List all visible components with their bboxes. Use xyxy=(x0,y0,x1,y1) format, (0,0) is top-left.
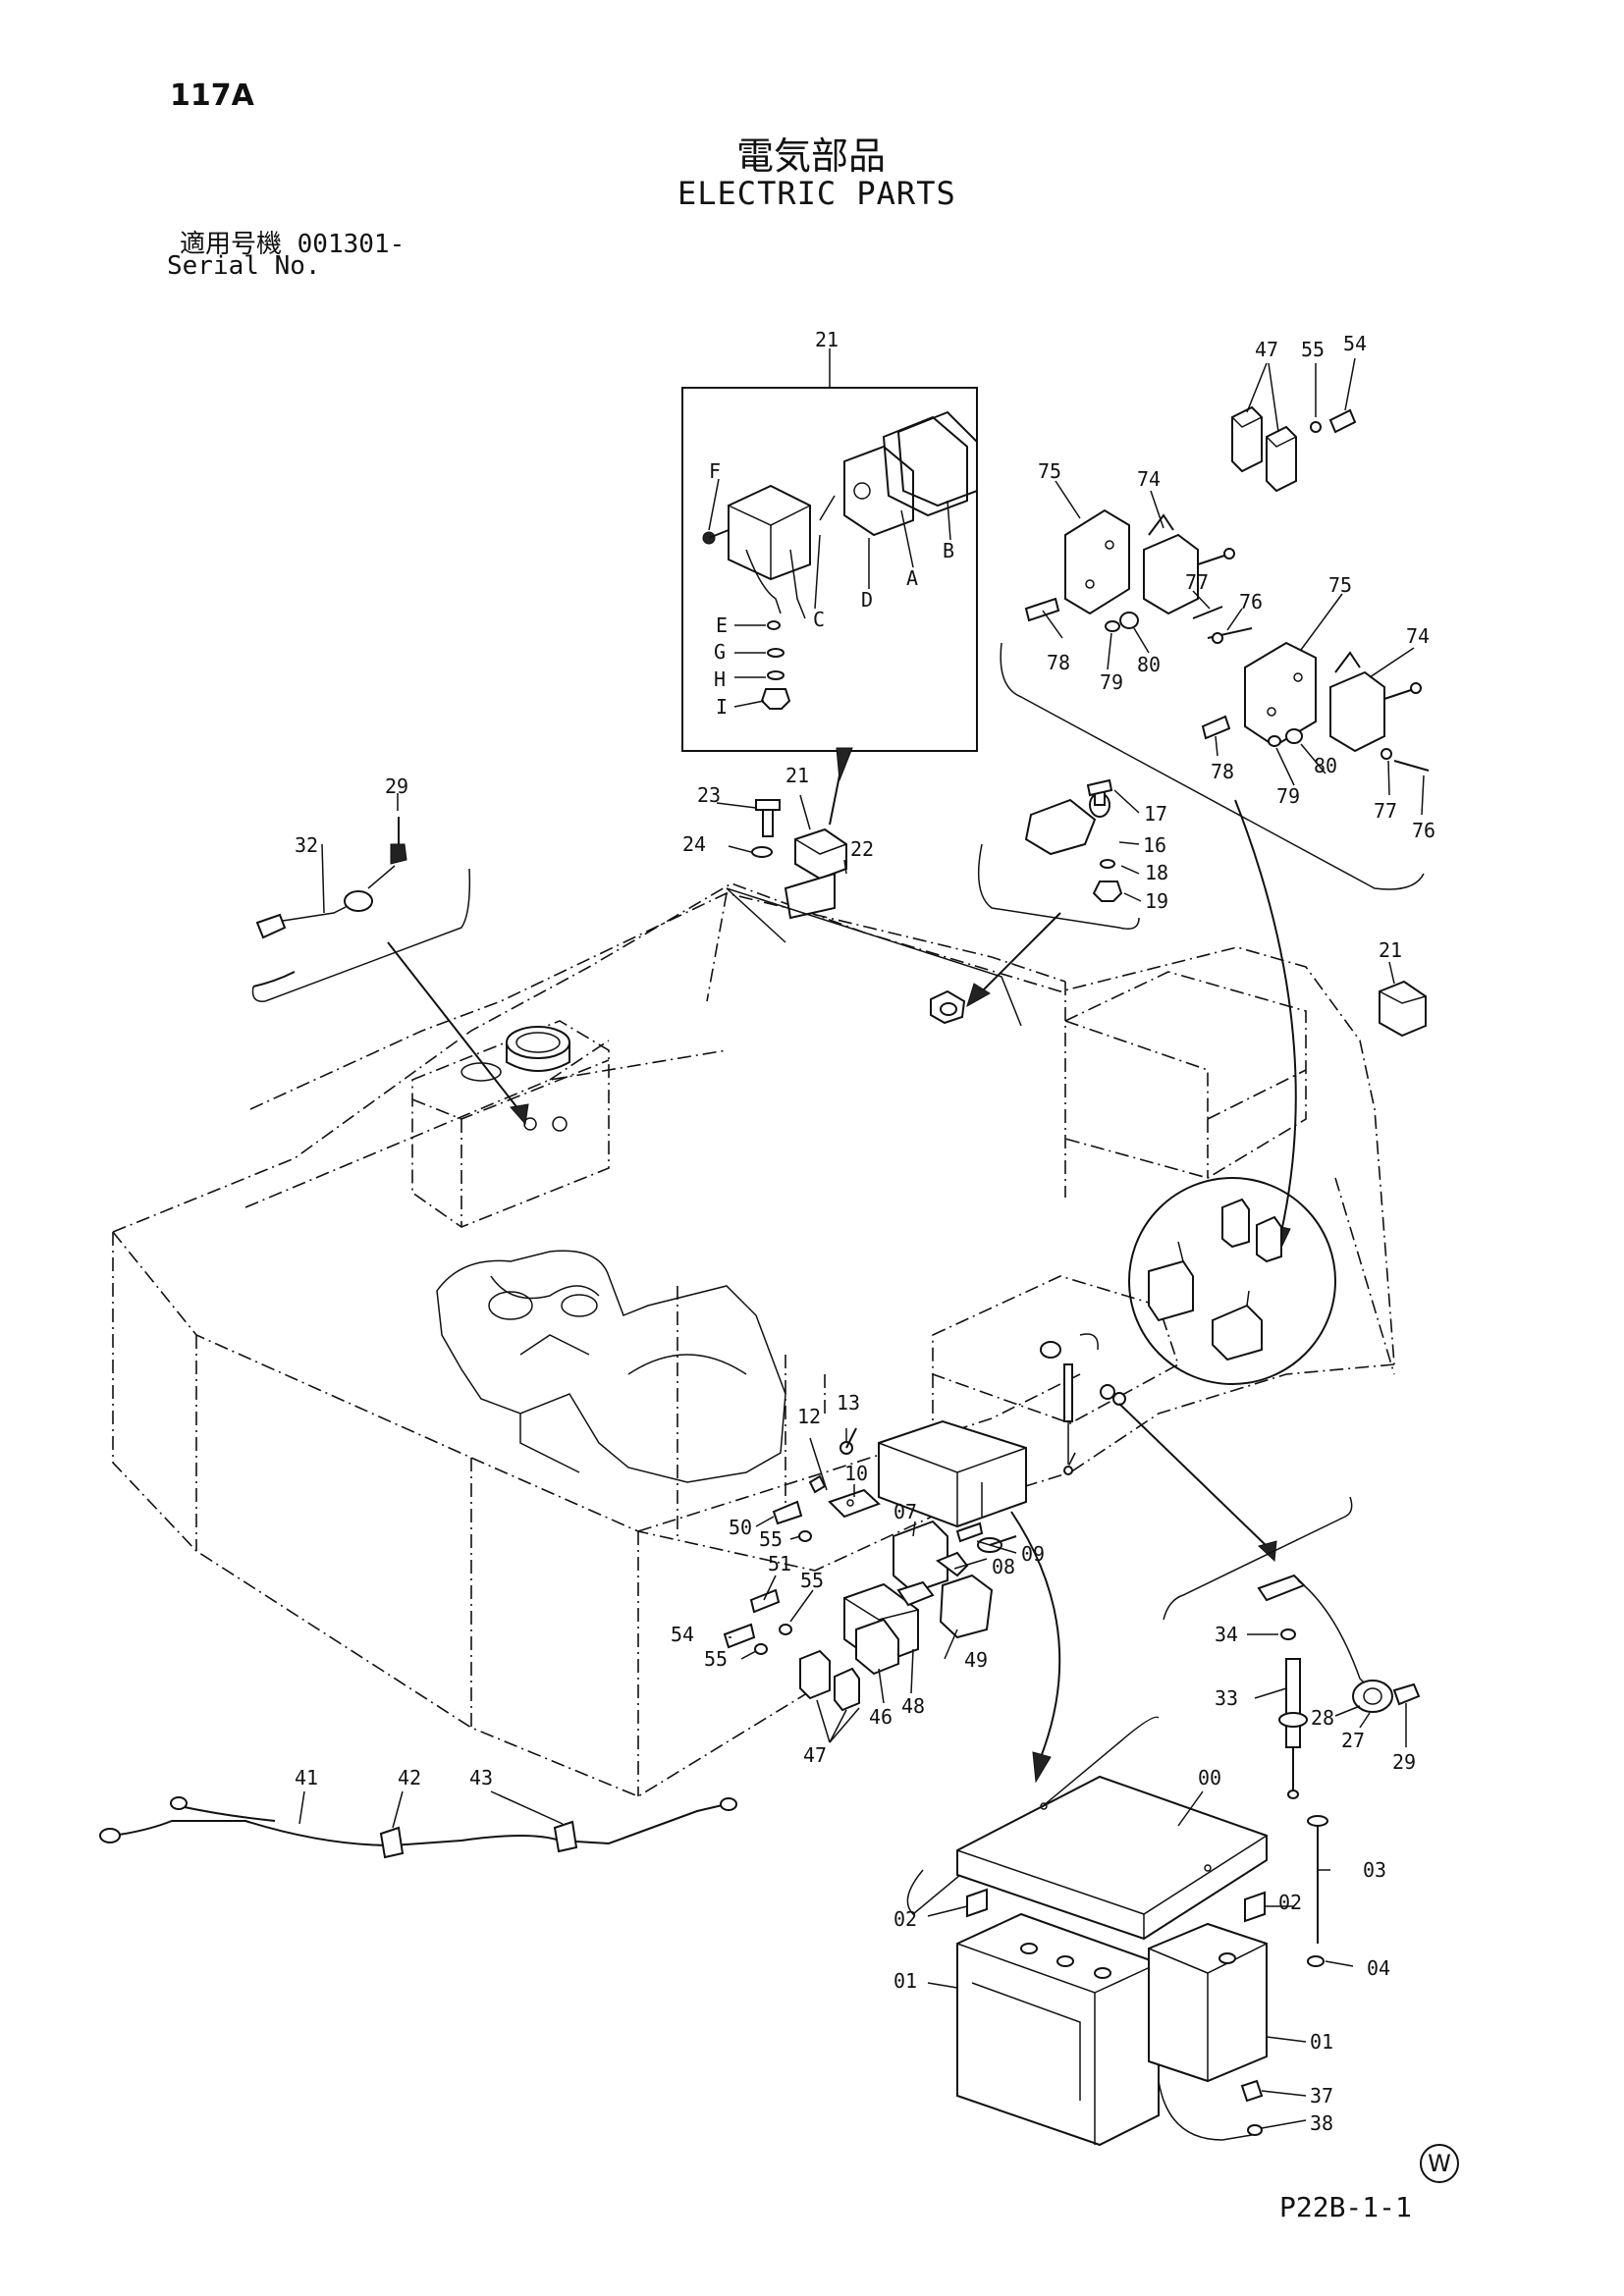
callout: 37 xyxy=(1310,2084,1333,2108)
callout: 00 xyxy=(1198,1766,1221,1789)
work-lamp-assembly xyxy=(716,794,1022,1027)
callout: 74 xyxy=(1406,624,1430,648)
callout: 78 xyxy=(1047,651,1070,674)
callout: 02 xyxy=(1278,1891,1302,1914)
callout: 29 xyxy=(385,774,408,798)
callout: 17 xyxy=(1144,802,1167,826)
callout: 28 xyxy=(1311,1706,1334,1730)
callout: 54 xyxy=(1343,332,1367,355)
callout: 21 xyxy=(815,328,839,351)
callout: 77 xyxy=(1185,570,1209,594)
callout: 23 xyxy=(697,783,721,807)
callout: 49 xyxy=(964,1648,988,1672)
callout: 18 xyxy=(1145,861,1168,884)
controller-cluster xyxy=(723,1419,1027,1743)
callout: 42 xyxy=(398,1766,421,1789)
callout: 47 xyxy=(803,1743,827,1767)
callout: D xyxy=(861,588,873,612)
title-japanese: 電気部品 xyxy=(736,134,887,178)
pressure-switch-group xyxy=(977,778,1142,930)
switch-bracket-inset xyxy=(1000,480,1430,890)
callout: I xyxy=(716,695,728,719)
callout: F xyxy=(709,459,721,483)
engine-sketch xyxy=(436,1250,786,1483)
callout: 21 xyxy=(785,764,809,787)
callout: A xyxy=(906,566,918,590)
callout: 08 xyxy=(992,1555,1015,1578)
callout: 74 xyxy=(1137,467,1161,491)
callout: 33 xyxy=(1215,1686,1238,1710)
callout: 55 xyxy=(704,1647,728,1671)
callout: 79 xyxy=(1100,670,1123,694)
callout: 76 xyxy=(1412,819,1435,842)
callout: 10 xyxy=(844,1462,868,1485)
callout: 16 xyxy=(1143,833,1166,857)
callout: 27 xyxy=(1341,1729,1365,1752)
callout: B xyxy=(943,539,954,562)
work-lamp-right xyxy=(1379,961,1427,1038)
callout: 01 xyxy=(893,1969,917,1993)
callout: 77 xyxy=(1374,799,1397,823)
callout: 38 xyxy=(1310,2111,1333,2135)
callout: 07 xyxy=(893,1500,917,1523)
callout: 32 xyxy=(295,833,318,857)
callout: 22 xyxy=(850,837,874,861)
callout: 02 xyxy=(893,1907,917,1931)
callout: 04 xyxy=(1367,1956,1390,1980)
serial-label-english: Serial No. xyxy=(167,251,321,281)
callout: E xyxy=(716,614,728,637)
callout: 21 xyxy=(1379,938,1402,962)
callout: 19 xyxy=(1145,889,1168,913)
callout: 01 xyxy=(1310,2030,1333,2054)
machine-body-outline xyxy=(112,882,1395,1797)
callout: 55 xyxy=(759,1527,783,1551)
callout: 48 xyxy=(901,1694,925,1718)
page-number: 117A xyxy=(170,79,254,113)
callout: 75 xyxy=(1038,459,1061,483)
callout: 47 xyxy=(1255,338,1278,361)
callout: 13 xyxy=(837,1391,860,1415)
level-gauge-group xyxy=(1163,1496,1421,1799)
horn-bracket-group xyxy=(251,793,471,1002)
callout: 50 xyxy=(729,1516,752,1539)
callout: 09 xyxy=(1021,1542,1045,1566)
work-light-inset xyxy=(681,348,978,752)
callout: 34 xyxy=(1215,1623,1238,1646)
callout: 76 xyxy=(1239,590,1263,614)
relay-group-top xyxy=(1231,357,1357,493)
battery-group xyxy=(906,1716,1354,2147)
callout: 75 xyxy=(1328,573,1352,597)
serial-label-japanese: 適用号機 001301- xyxy=(180,230,406,259)
callout: 46 xyxy=(869,1705,893,1729)
hydraulic-tank xyxy=(460,1026,570,1132)
figure-reference: P22B-1-1 xyxy=(1279,2191,1412,2223)
callout: 29 xyxy=(1392,1750,1416,1774)
callout: 55 xyxy=(800,1569,824,1592)
callout: H xyxy=(714,667,726,691)
callout: 12 xyxy=(797,1405,821,1428)
callout: 24 xyxy=(682,832,706,856)
relay-detail-circle xyxy=(1128,1177,1336,1385)
callout: C xyxy=(813,608,825,631)
w-mark-icon: W xyxy=(1420,2144,1459,2183)
callout: G xyxy=(714,640,726,664)
callout-labels: 21 F C D A B E G H I 47 55 54 75 74 77 7… xyxy=(295,328,1435,2135)
ground-harness xyxy=(99,1790,737,1859)
callout: 55 xyxy=(1301,338,1325,361)
callout: 79 xyxy=(1276,784,1300,808)
title-english: ELECTRIC PARTS xyxy=(677,175,956,212)
callout: 78 xyxy=(1211,760,1234,783)
callout: 03 xyxy=(1363,1858,1386,1882)
callout: 41 xyxy=(295,1766,318,1789)
callout: 80 xyxy=(1137,653,1161,676)
callout: 43 xyxy=(469,1766,493,1789)
callout: 54 xyxy=(671,1623,694,1646)
callout: 51 xyxy=(768,1552,791,1575)
sender-unit xyxy=(930,989,966,1025)
float-sensor xyxy=(1040,1333,1126,1475)
callout: 80 xyxy=(1314,754,1337,777)
